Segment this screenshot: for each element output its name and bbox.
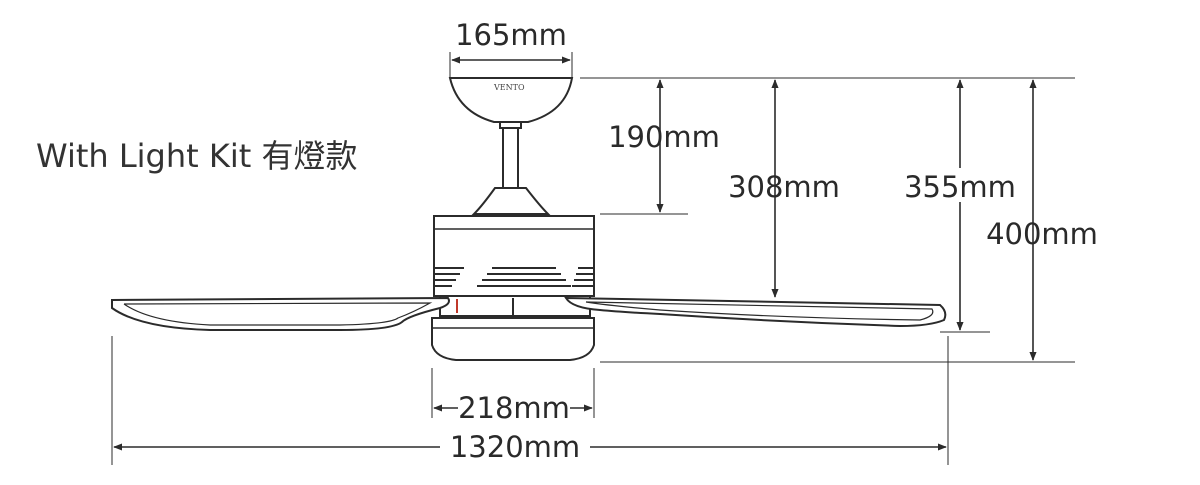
dim-label-165: 165mm (455, 18, 567, 52)
brand-label: VENTO (493, 83, 525, 92)
canopy (448, 77, 574, 123)
motor-housing (433, 215, 595, 297)
extension-lines (111, 52, 1075, 465)
dim-label-355: 355mm (904, 170, 1016, 204)
left-blade (111, 296, 450, 331)
dim-label-218: 218mm (458, 391, 570, 425)
motor-vents (434, 267, 594, 287)
dim-label-400: 400mm (986, 217, 1098, 251)
motor-collar (471, 187, 551, 215)
dimension-arrows (113, 56, 1037, 451)
light-kit (431, 317, 595, 361)
ceiling-fan-drawing (111, 77, 947, 361)
light-kit-title: With Light Kit 有燈款 (36, 137, 357, 175)
dim-label-190: 190mm (608, 120, 720, 154)
dim-label-1320: 1320mm (450, 430, 580, 464)
dim-label-308: 308mm (728, 170, 840, 204)
